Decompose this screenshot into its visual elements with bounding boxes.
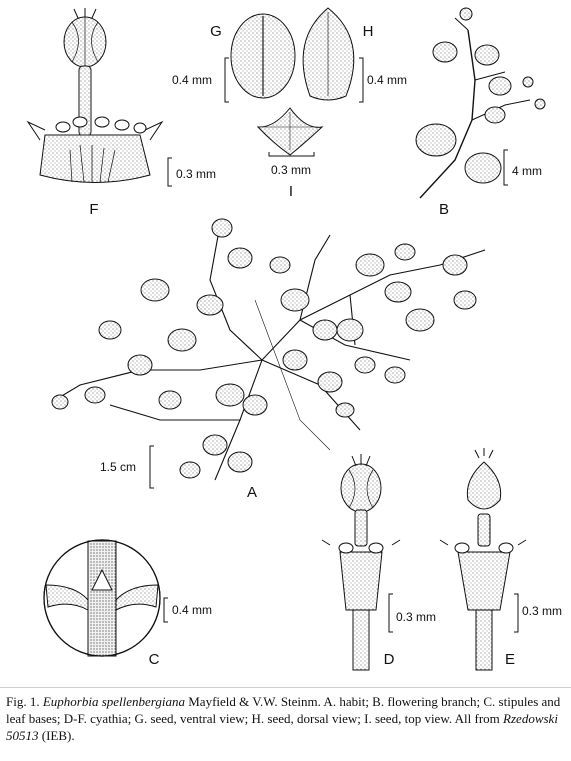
panel-b-label: B [439, 201, 449, 218]
panel-i-drawing [256, 107, 324, 156]
panel-c-label: C [149, 651, 160, 668]
panel-e-scale [514, 593, 519, 633]
caption-body: Mayfield & V.W. Steinm. A. habit; B. flo… [6, 694, 561, 726]
panel-h-drawing [302, 7, 355, 101]
panel-d-drawing [321, 454, 401, 671]
panel-b-scale-text: 4 mm [512, 164, 542, 178]
panel-c-scale-text: 0.4 mm [172, 603, 212, 617]
panel-b-drawing [415, 7, 546, 199]
panel-h-label: H [363, 23, 374, 40]
panel-i-label: I [289, 183, 293, 200]
panel-f-drawing [26, 8, 164, 183]
caption-prefix: Fig. 1. [6, 694, 43, 709]
panel-f-scale [167, 157, 172, 187]
panel-a-label: A [247, 484, 257, 501]
panel-a-drawing [51, 218, 486, 481]
panel-c-scale [163, 597, 168, 623]
caption-species: Euphorbia spellenbergiana [42, 694, 185, 709]
panel-a-scale [149, 445, 154, 489]
panel-i-scale-text: 0.3 mm [271, 163, 311, 177]
panel-e-drawing [439, 448, 527, 671]
panel-d-label: D [384, 651, 395, 668]
figure-caption: Fig. 1. Euphorbia spellenbergiana Mayfie… [6, 693, 566, 744]
panel-h-scale-text: 0.4 mm [367, 73, 407, 87]
figure-plate: F 0.3 mm G 0.4 mm H 0.4 mm 0.3 mm I [26, 7, 562, 671]
panel-h-scale [359, 57, 364, 103]
panel-f-label: F [89, 201, 98, 218]
caption-divider [0, 687, 571, 688]
panel-f-scale-text: 0.3 mm [176, 167, 216, 181]
panel-d-scale [388, 593, 393, 633]
panel-a-scale-text: 1.5 cm [100, 460, 136, 474]
panel-g-drawing [230, 13, 296, 99]
caption-collector: Rzedowski 50513 [6, 711, 558, 743]
panel-g-scale [224, 57, 229, 103]
panel-e-scale-text: 0.3 mm [522, 604, 562, 618]
panel-g-scale-text: 0.4 mm [172, 73, 212, 87]
caption-suffix: (IEB). [38, 728, 75, 743]
panel-g-label: G [210, 23, 222, 40]
panel-d-scale-text: 0.3 mm [396, 610, 436, 624]
panel-c-drawing [43, 539, 161, 657]
panel-i-scale [268, 152, 315, 157]
panel-b-scale [503, 149, 508, 186]
panel-e-label: E [505, 651, 515, 668]
